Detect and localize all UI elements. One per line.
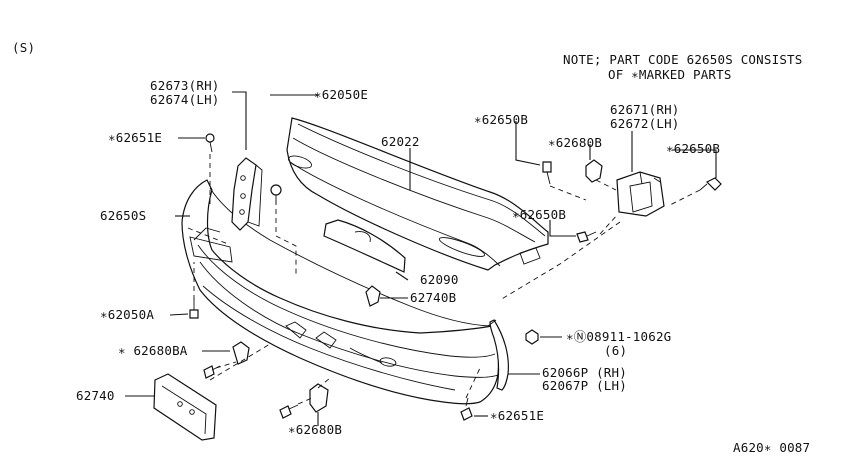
screw-62680b-bottom bbox=[279, 404, 299, 419]
fastener-62680ba bbox=[232, 341, 250, 365]
label-62050a: ∗62050A bbox=[100, 307, 154, 322]
label-62680b-bottom: ∗62680B bbox=[288, 422, 342, 437]
label-08911-qty: (6) bbox=[604, 343, 627, 358]
side-bracket-62673 bbox=[231, 157, 263, 231]
screw-62651e-bottom bbox=[460, 397, 473, 421]
fastener-62740b bbox=[365, 285, 381, 307]
note-line-1: NOTE; PART CODE 62650S CONSISTS bbox=[563, 52, 803, 67]
label-62673: 62673(RH) bbox=[150, 78, 220, 93]
section-code: (S) bbox=[12, 40, 35, 55]
label-62650b-mid: ∗62650B bbox=[512, 207, 566, 222]
label-62650b-top: ∗62650B bbox=[474, 112, 528, 127]
label-62672: 62672(LH) bbox=[610, 116, 680, 131]
clip-62050a bbox=[189, 298, 199, 319]
label-62022: 62022 bbox=[381, 134, 420, 149]
label-62067p: 62067P (LH) bbox=[542, 378, 627, 393]
label-62066p: 62066P (RH) bbox=[542, 365, 627, 380]
label-62671: 62671(RH) bbox=[610, 102, 680, 117]
energy-absorber-62090 bbox=[323, 219, 406, 273]
bolt-62650b-top bbox=[542, 161, 552, 185]
assembly-lines bbox=[187, 154, 701, 405]
bracket-62671 bbox=[616, 171, 665, 217]
label-62650s: 62650S bbox=[100, 208, 146, 223]
screw-62651e-top bbox=[205, 133, 215, 153]
fastener-62680b-top bbox=[585, 159, 603, 183]
bolt-62650b-mid bbox=[576, 231, 597, 243]
license-bracket-62740 bbox=[153, 373, 217, 441]
label-62680b-top: ∗62680B bbox=[548, 135, 602, 150]
note-line-2: OF ∗MARKED PARTS bbox=[608, 67, 732, 82]
figure-ref: A620∗ 0087 bbox=[733, 440, 810, 455]
label-62050e: ∗62050E bbox=[314, 87, 368, 102]
label-62680ba: ∗ 62680BA bbox=[118, 343, 188, 358]
label-62740b: 62740B bbox=[410, 290, 456, 305]
label-62651e-top: ∗62651E bbox=[108, 130, 162, 145]
label-62090: 62090 bbox=[420, 272, 459, 287]
label-62650b-right: ∗62650B bbox=[666, 141, 720, 156]
leader-lines bbox=[125, 91, 717, 426]
label-62740: 62740 bbox=[76, 388, 115, 403]
nut-08911 bbox=[525, 329, 539, 345]
fastener-62680b-bottom bbox=[309, 383, 329, 413]
side-stay-62066p bbox=[487, 319, 509, 391]
bolt-62650b-right bbox=[699, 177, 722, 191]
label-08911: ∗Ⓝ08911-1062G bbox=[566, 329, 671, 344]
bumper-reinforcement-62022 bbox=[286, 117, 549, 271]
label-62651e-bottom: ∗62651E bbox=[490, 408, 544, 423]
label-62674: 62674(LH) bbox=[150, 92, 220, 107]
